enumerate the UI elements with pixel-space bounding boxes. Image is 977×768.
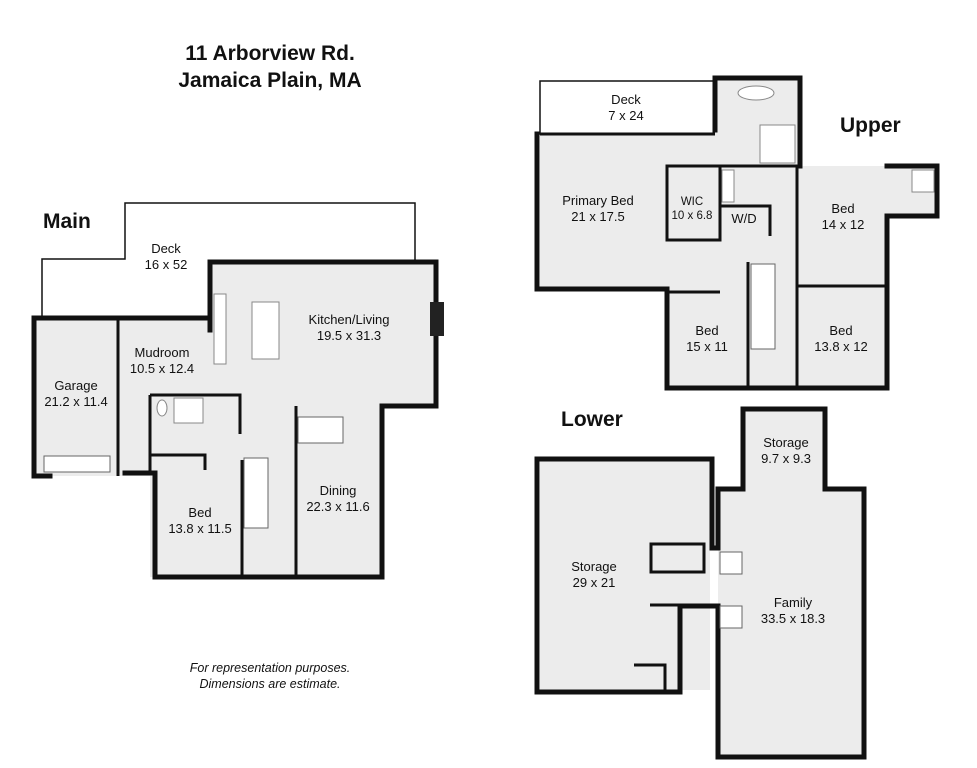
bath-shower [911, 169, 935, 193]
stairs-dining [297, 416, 344, 444]
kitchen-counter [213, 293, 227, 365]
tub [721, 169, 735, 203]
upper-shower [759, 124, 796, 164]
bathtub [737, 85, 775, 101]
kitchen-island [251, 301, 280, 360]
main-level-plan [31, 202, 444, 580]
garage-door [43, 455, 111, 473]
toilet [156, 399, 168, 417]
room-label-wd: W/D [731, 211, 757, 226]
disclaimer-note: For representation purposes. Dimensions … [189, 661, 351, 691]
stairs-main [243, 457, 269, 529]
fireplace [430, 302, 444, 336]
lower-stairs-top [719, 551, 743, 575]
upper-stairs [750, 263, 776, 350]
address-city: Jamaica Plain, MA [178, 69, 362, 92]
upper-level-plan [534, 75, 940, 391]
lower-stairs-bottom [719, 605, 743, 629]
level-label-lower: Lower [561, 408, 623, 431]
level-label-upper: Upper [840, 114, 901, 137]
property-address: 11 Arborview Rd. Jamaica Plain, MA [150, 40, 390, 94]
shower [173, 397, 204, 424]
lower-level-plan [534, 406, 867, 760]
address-street: 11 Arborview Rd. [185, 42, 355, 65]
level-label-main: Main [43, 210, 91, 233]
